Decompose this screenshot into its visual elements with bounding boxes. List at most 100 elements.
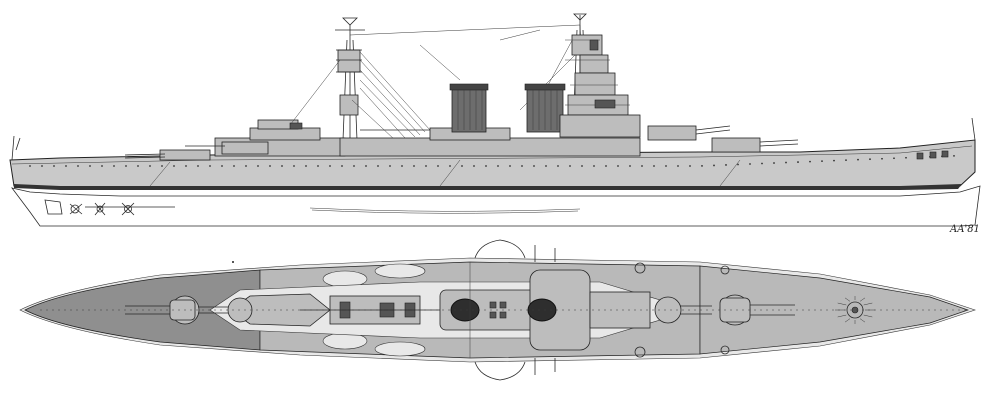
porthole bbox=[797, 161, 799, 163]
porthole bbox=[221, 165, 223, 167]
underwater-hull-outline bbox=[11, 185, 981, 227]
main-mast bbox=[335, 17, 365, 141]
porthole bbox=[413, 165, 415, 167]
porthole bbox=[89, 165, 91, 167]
anchor-chain-line bbox=[844, 297, 851, 302]
porthole bbox=[689, 165, 691, 167]
porthole bbox=[497, 165, 499, 167]
anchor-chain-line bbox=[837, 302, 847, 306]
porthole bbox=[485, 165, 487, 167]
anchor-chain-line bbox=[837, 314, 847, 318]
porthole bbox=[653, 165, 655, 167]
porthole bbox=[737, 163, 739, 166]
midship-deckhouse bbox=[339, 127, 641, 157]
porthole bbox=[65, 165, 67, 167]
porthole bbox=[557, 165, 559, 167]
porthole bbox=[149, 165, 151, 167]
porthole bbox=[629, 165, 631, 167]
porthole bbox=[461, 165, 463, 167]
porthole bbox=[893, 157, 895, 160]
porthole bbox=[605, 165, 607, 167]
porthole bbox=[305, 165, 307, 167]
porthole bbox=[329, 165, 331, 167]
anchor-chain-line bbox=[863, 314, 873, 318]
aft-turret-y bbox=[124, 149, 211, 161]
porthole bbox=[617, 165, 619, 167]
porthole bbox=[473, 165, 475, 167]
anchor-chain-line bbox=[863, 302, 873, 306]
porthole bbox=[185, 165, 187, 167]
porthole bbox=[881, 157, 883, 160]
porthole bbox=[521, 165, 523, 167]
porthole bbox=[869, 158, 871, 161]
porthole bbox=[677, 165, 679, 167]
bridge-tower bbox=[559, 13, 641, 138]
porthole bbox=[197, 165, 199, 167]
anchor-chain-line bbox=[859, 297, 866, 302]
porthole bbox=[29, 165, 31, 167]
porthole bbox=[365, 165, 367, 167]
plan-view bbox=[19, 239, 976, 381]
porthole bbox=[317, 165, 319, 167]
porthole bbox=[209, 165, 211, 167]
porthole bbox=[113, 165, 115, 167]
porthole bbox=[509, 165, 511, 167]
porthole bbox=[593, 165, 595, 167]
boot-topping bbox=[14, 184, 962, 190]
porthole bbox=[749, 163, 751, 165]
porthole bbox=[161, 165, 163, 167]
porthole bbox=[389, 165, 391, 167]
porthole bbox=[725, 164, 727, 166]
bilge-keel-line bbox=[309, 207, 581, 212]
porthole bbox=[425, 165, 427, 167]
porthole bbox=[701, 165, 703, 167]
porthole bbox=[53, 165, 55, 167]
side-profile bbox=[9, 13, 981, 227]
porthole bbox=[665, 165, 667, 167]
porthole bbox=[257, 165, 259, 167]
aft-turret-x bbox=[185, 141, 269, 155]
porthole bbox=[341, 165, 343, 167]
porthole bbox=[125, 165, 127, 167]
porthole bbox=[101, 165, 103, 167]
porthole bbox=[953, 154, 955, 157]
anchor-chain-line bbox=[859, 318, 866, 323]
porthole bbox=[641, 165, 643, 167]
porthole bbox=[377, 165, 379, 167]
porthole bbox=[233, 165, 235, 167]
artist-signature: AA'81 bbox=[949, 224, 980, 235]
propellers-rudder bbox=[44, 199, 175, 216]
porthole bbox=[41, 165, 43, 167]
porthole bbox=[293, 165, 295, 167]
porthole bbox=[713, 164, 715, 167]
porthole bbox=[437, 165, 439, 167]
porthole bbox=[401, 165, 403, 167]
porthole bbox=[905, 156, 907, 159]
porthole bbox=[821, 160, 823, 163]
porthole bbox=[269, 165, 271, 167]
porthole bbox=[581, 165, 583, 167]
aft-funnel bbox=[449, 83, 489, 133]
porthole bbox=[281, 165, 283, 167]
porthole bbox=[77, 165, 79, 167]
porthole bbox=[569, 165, 571, 167]
porthole bbox=[773, 162, 775, 164]
forward-turret-a bbox=[711, 137, 799, 153]
porthole bbox=[137, 165, 139, 167]
porthole bbox=[173, 165, 175, 167]
porthole bbox=[449, 165, 451, 167]
porthole bbox=[245, 165, 247, 167]
portholes bbox=[29, 154, 955, 167]
porthole bbox=[545, 165, 547, 167]
porthole bbox=[845, 159, 847, 162]
anchor-chain-line bbox=[844, 318, 851, 323]
porthole bbox=[857, 158, 859, 161]
forward-turret-b bbox=[647, 125, 731, 141]
porthole bbox=[833, 159, 835, 162]
fore-funnel bbox=[524, 83, 566, 133]
porthole bbox=[533, 165, 535, 167]
porthole bbox=[785, 161, 787, 164]
porthole bbox=[761, 162, 763, 165]
